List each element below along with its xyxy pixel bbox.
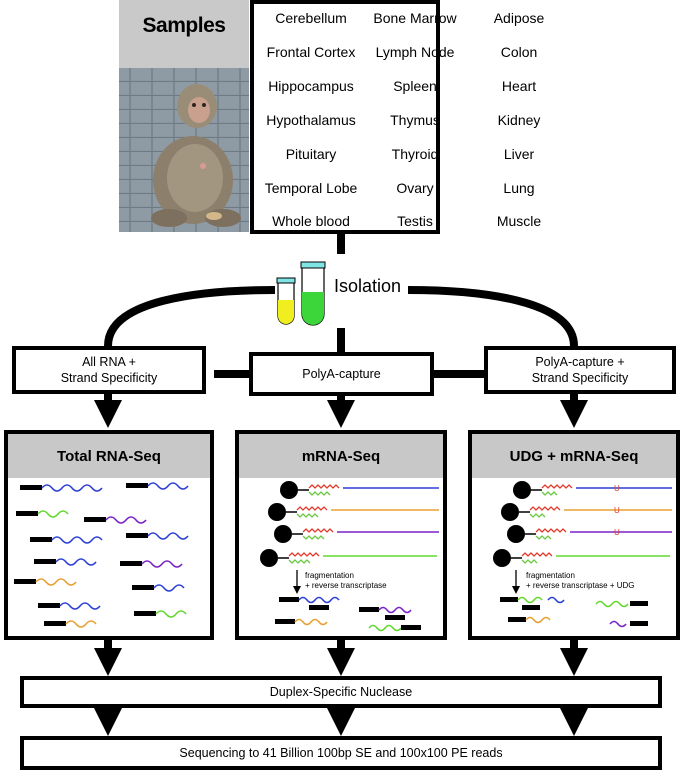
down-arrow <box>327 400 355 428</box>
uracil-mark: U <box>614 528 620 537</box>
tissue-item: Thyroid <box>391 146 439 162</box>
protocol-line: PolyA-capture + <box>535 355 625 369</box>
tissue-item: Spleen <box>393 78 437 94</box>
down-arrow <box>560 400 588 428</box>
rna-fragments-illustration <box>14 482 189 628</box>
panel-title: mRNA-Seq <box>239 434 443 478</box>
nuclease-step: Duplex-Specific Nuclease <box>20 676 662 708</box>
down-arrow <box>94 708 122 736</box>
tissue-item: Liver <box>503 146 535 162</box>
panel-mrna-seq: mRNA-Seq fragmentation + reverse transcr… <box>235 430 447 640</box>
protocol-line: Strand Specificity <box>60 371 158 385</box>
tissue-item: Lung <box>503 180 535 196</box>
macaque-photo <box>119 68 249 232</box>
tissue-item: Heart <box>501 78 537 94</box>
udg-capture-illustration: U U U fragmentation + reverse transcript… <box>493 481 672 628</box>
down-arrow <box>560 648 588 676</box>
down-arrow <box>94 648 122 676</box>
tissue-item: Testis <box>397 213 433 229</box>
tube-icon <box>276 261 326 326</box>
tissue-item: Thymus <box>390 112 440 128</box>
tissue-item: Kidney <box>497 112 541 128</box>
uracil-mark: U <box>614 506 620 515</box>
tissue-item: Adipose <box>493 10 545 26</box>
down-arrow <box>327 708 355 736</box>
down-arrow <box>560 708 588 736</box>
isolation-label: Isolation <box>334 276 402 296</box>
tissue-item: Lymph Node <box>375 44 455 60</box>
down-arrow <box>327 648 355 676</box>
tissue-item: Whole blood <box>272 213 350 229</box>
tissue-item: Pituitary <box>285 146 337 162</box>
tissue-item: Bone Marrow <box>373 10 457 26</box>
panel-udg-mrna-seq: UDG + mRNA-Seq U U U fragmentation + rev… <box>468 430 680 640</box>
protocol-line: Strand Specificity <box>531 371 629 385</box>
annotation-text: + reverse transcriptase <box>305 581 387 590</box>
tissue-item: Colon <box>500 44 538 60</box>
annotation-text: fragmentation <box>526 571 575 580</box>
samples-title: Samples <box>142 14 226 37</box>
protocol-line: All RNA + <box>82 355 136 369</box>
tissue-item: Cerebellum <box>275 10 347 26</box>
nuclease-label: Duplex-Specific Nuclease <box>269 685 413 699</box>
connector-curve-left <box>104 286 276 347</box>
tissue-list: Cerebellum Bone Marrow Adipose Frontal C… <box>250 0 544 234</box>
protocol-box: PolyA-capture <box>249 352 434 396</box>
tissue-item: Muscle <box>496 213 542 229</box>
tissue-item: Hypothalamus <box>266 112 356 128</box>
annotation-text: + reverse transcriptase + UDG <box>526 581 634 590</box>
tissue-item: Temporal Lobe <box>264 180 358 196</box>
down-arrow <box>94 400 122 428</box>
sequencing-label: Sequencing to 41 Billion 100bp SE and 10… <box>179 746 503 760</box>
mrna-capture-illustration: fragmentation + reverse transcriptase <box>260 481 439 632</box>
connector-curve-right <box>407 286 578 347</box>
tissue-item: Hippocampus <box>268 78 354 94</box>
protocol-box: PolyA-capture + Strand Specificity <box>484 346 676 394</box>
tissue-item: Ovary <box>396 180 434 196</box>
protocol-box: All RNA + Strand Specificity <box>12 346 206 394</box>
uracil-mark: U <box>614 484 620 493</box>
sequencing-step: Sequencing to 41 Billion 100bp SE and 10… <box>20 736 662 770</box>
panel-title: Total RNA-Seq <box>8 434 210 478</box>
panel-title: UDG + mRNA-Seq <box>472 434 676 478</box>
annotation-text: fragmentation <box>305 571 354 580</box>
panel-total-rna-seq: Total RNA-Seq <box>4 430 214 640</box>
tissue-item: Frontal Cortex <box>266 44 356 60</box>
protocol-line: PolyA-capture <box>302 367 381 381</box>
